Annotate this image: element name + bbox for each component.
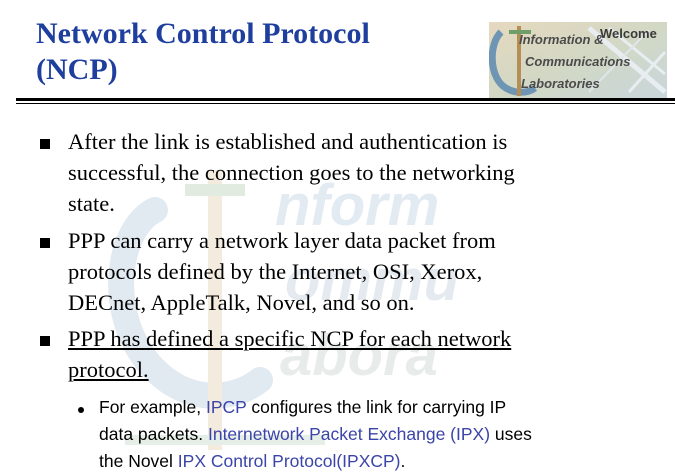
welcome-label: Welcome	[600, 26, 657, 41]
sub-text-1c: configures the link for carrying IP	[246, 397, 507, 417]
logo-line-2: Communications	[525, 54, 631, 69]
svg-text:abora: abora	[280, 323, 438, 388]
watermark-logo-icon: nform ommu abora	[108, 170, 459, 450]
bullet-2-line-3: DECnet, AppleTalk, Novel, and so on.	[68, 290, 415, 315]
svg-text:nform: nform	[275, 173, 439, 238]
lab-logo-icon	[489, 22, 667, 98]
sub-text-2c: uses	[490, 424, 532, 444]
sub-bullet-marker	[78, 407, 84, 413]
svg-text:ommu: ommu	[285, 248, 459, 313]
sub-bullet: For example, IPCP configures the link fo…	[99, 394, 669, 475]
slide-title: Network Control Protocol (NCP)	[36, 16, 370, 88]
bullet-2: PPP can carry a network layer data packe…	[68, 225, 668, 318]
ipcp-term: IPCP	[205, 397, 247, 417]
title-line-1: Network Control Protocol	[36, 17, 370, 50]
sub-text-1a: For example,	[99, 397, 206, 417]
sub-bullet-line-1: For example, IPCP configures the link fo…	[99, 394, 669, 421]
ipxcp-term: IPX Control Protocol(IPXCP)	[177, 451, 401, 471]
title-line-2: (NCP)	[36, 53, 118, 86]
sub-text-3a: the Novel	[99, 451, 178, 471]
bullet-1-line-1: After the link is established and authen…	[68, 129, 508, 154]
bullet-3-line-2: protocol.	[68, 357, 149, 382]
logo-line-3: Laboratories	[521, 76, 600, 91]
title-rule-thin	[16, 103, 675, 104]
sub-bullet-line-2: data packets. Internetwork Packet Exchan…	[99, 421, 669, 448]
bullet-3-line-1: PPP has defined a specific NCP for each …	[68, 326, 512, 351]
bullet-marker-2	[40, 238, 50, 248]
sub-bullet-line-3: the Novel IPX Control Protocol(IPXCP).	[99, 448, 669, 475]
sub-text-3c: .	[400, 451, 406, 471]
bullet-1-line-3: state.	[68, 191, 115, 216]
bullet-3: PPP has defined a specific NCP for each …	[68, 323, 668, 385]
bullet-marker-1	[40, 139, 50, 149]
sub-text-2a: data packets.	[99, 424, 208, 444]
lab-logo: Information & Communications Laboratorie…	[489, 22, 667, 98]
title-rule-thick	[16, 98, 675, 101]
ipx-term: Internetwork Packet Exchange (IPX)	[207, 424, 491, 444]
bullet-2-line-1: PPP can carry a network layer data packe…	[68, 228, 496, 253]
bullet-1-line-2: successful, the connection goes to the n…	[68, 160, 515, 185]
logo-line-1: Information &	[519, 32, 604, 47]
bullet-2-line-2: protocols defined by the Internet, OSI, …	[68, 259, 483, 284]
bullet-marker-3	[40, 336, 50, 346]
bullet-1: After the link is established and authen…	[68, 126, 668, 219]
